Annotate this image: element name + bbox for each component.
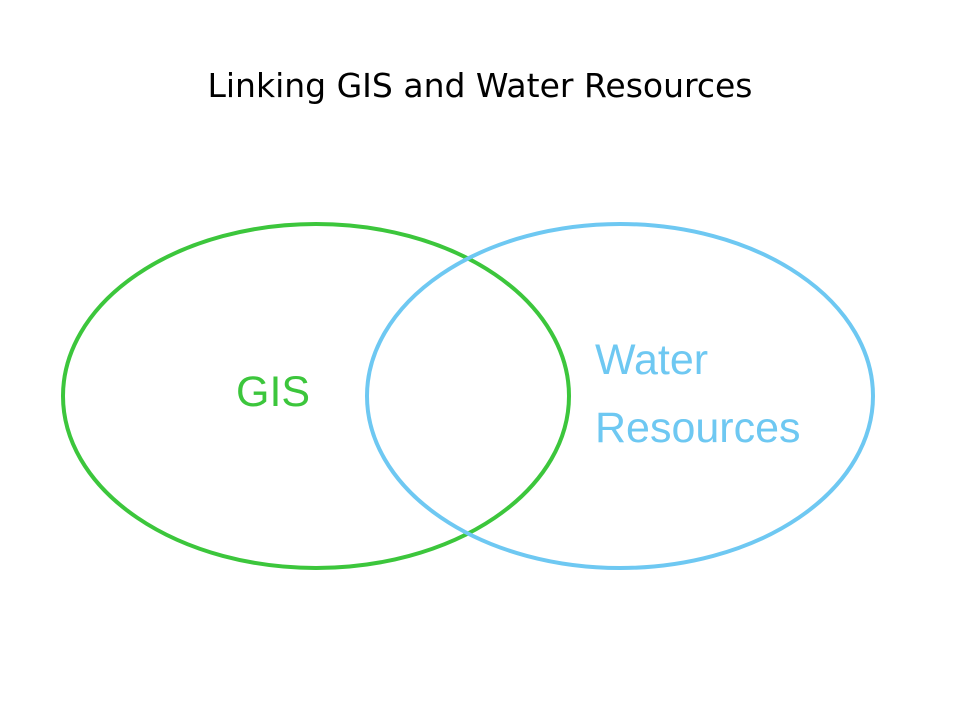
water-resources-circle — [365, 222, 875, 570]
slide-title: Linking GIS and Water Resources — [207, 66, 753, 105]
water-resources-label: Water Resources — [595, 336, 801, 452]
water-resources-label-line-2: Resources — [595, 404, 801, 452]
water-resources-label-line-1: Water — [595, 336, 708, 384]
gis-label: GIS — [236, 368, 310, 416]
gis-circle — [61, 222, 571, 570]
gis-label-line: GIS — [236, 368, 310, 416]
